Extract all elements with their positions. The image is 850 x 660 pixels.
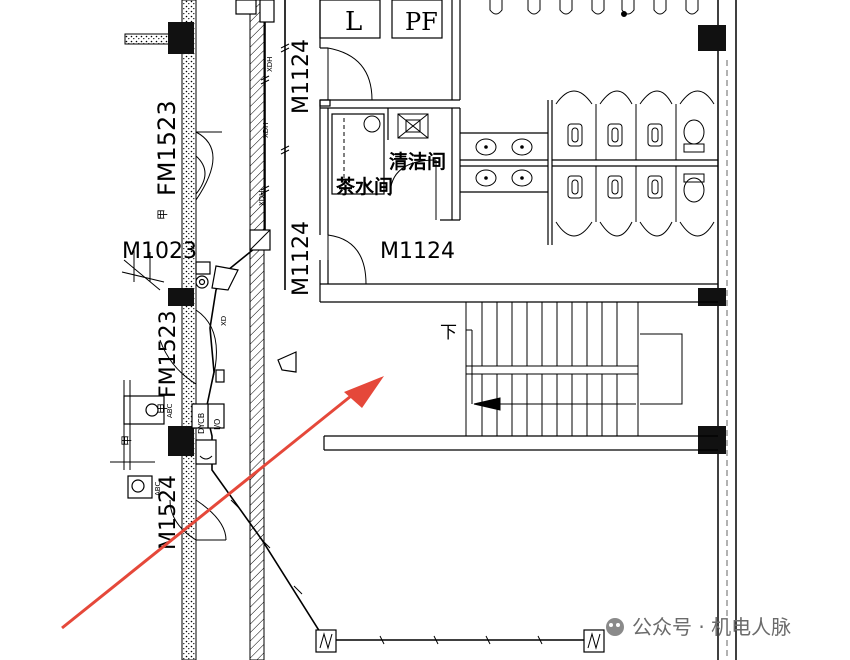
shaft-label-pf: PF xyxy=(405,8,438,36)
door-swings xyxy=(159,47,437,541)
room-label-tea-room: 茶水间 xyxy=(336,175,393,198)
door-label-fm1523-mid: FM1523 xyxy=(156,310,181,398)
room-label-cleaning-room: 清洁间 xyxy=(389,150,446,173)
right-exterior-wall xyxy=(698,0,737,660)
device-label-abc-1: ABC xyxy=(166,404,174,418)
toilet-cubicles xyxy=(555,90,715,237)
door-label-m1524: M1524 xyxy=(156,475,181,550)
device-label-xdh-2: XDH xyxy=(262,123,270,138)
door-label-m1023: M1023 xyxy=(122,239,197,264)
cable-tick-marks xyxy=(230,43,543,645)
shaft-label-l: L xyxy=(345,7,362,37)
device-label-xdh-3: XDH xyxy=(258,191,266,206)
device-label-abc-2: ABC xyxy=(154,482,162,496)
urinal-row xyxy=(489,0,699,17)
door-label-fire-prefix-low: 甲 xyxy=(120,435,133,446)
fire-devices xyxy=(123,0,605,653)
wash-basins xyxy=(475,138,533,187)
door-label-m1124-b: M1124 xyxy=(289,221,314,296)
left-equipment-lines xyxy=(110,250,165,470)
alarm-cable-route xyxy=(205,0,594,641)
watermark-text: 公众号 · 机电人脉 xyxy=(632,615,791,639)
watermark: 公众号 · 机电人脉 xyxy=(606,615,791,639)
core-room-walls xyxy=(319,0,718,451)
door-label-fire-prefix-top: 甲 xyxy=(156,209,169,220)
annotation-arrow xyxy=(61,376,384,630)
device-label-io: I/O xyxy=(213,419,222,430)
door-label-fire-prefix-mid: 甲 xyxy=(156,403,169,414)
left-masonry-wall xyxy=(124,0,197,660)
device-label-dycb: DYCB xyxy=(197,413,206,434)
hatched-shaft-wall xyxy=(249,0,265,660)
door-label-m1124-a: M1124 xyxy=(289,39,314,114)
door-label-fm1523-top: FM1523 xyxy=(153,100,181,196)
shaft-cross xyxy=(343,113,429,190)
device-label-xdh-1: XDH xyxy=(266,57,274,72)
stair-down-label: 下 xyxy=(440,323,457,343)
door-label-m1124-c: M1124 xyxy=(380,239,455,264)
device-label-xd: XD xyxy=(220,316,228,326)
staircase xyxy=(465,301,683,437)
